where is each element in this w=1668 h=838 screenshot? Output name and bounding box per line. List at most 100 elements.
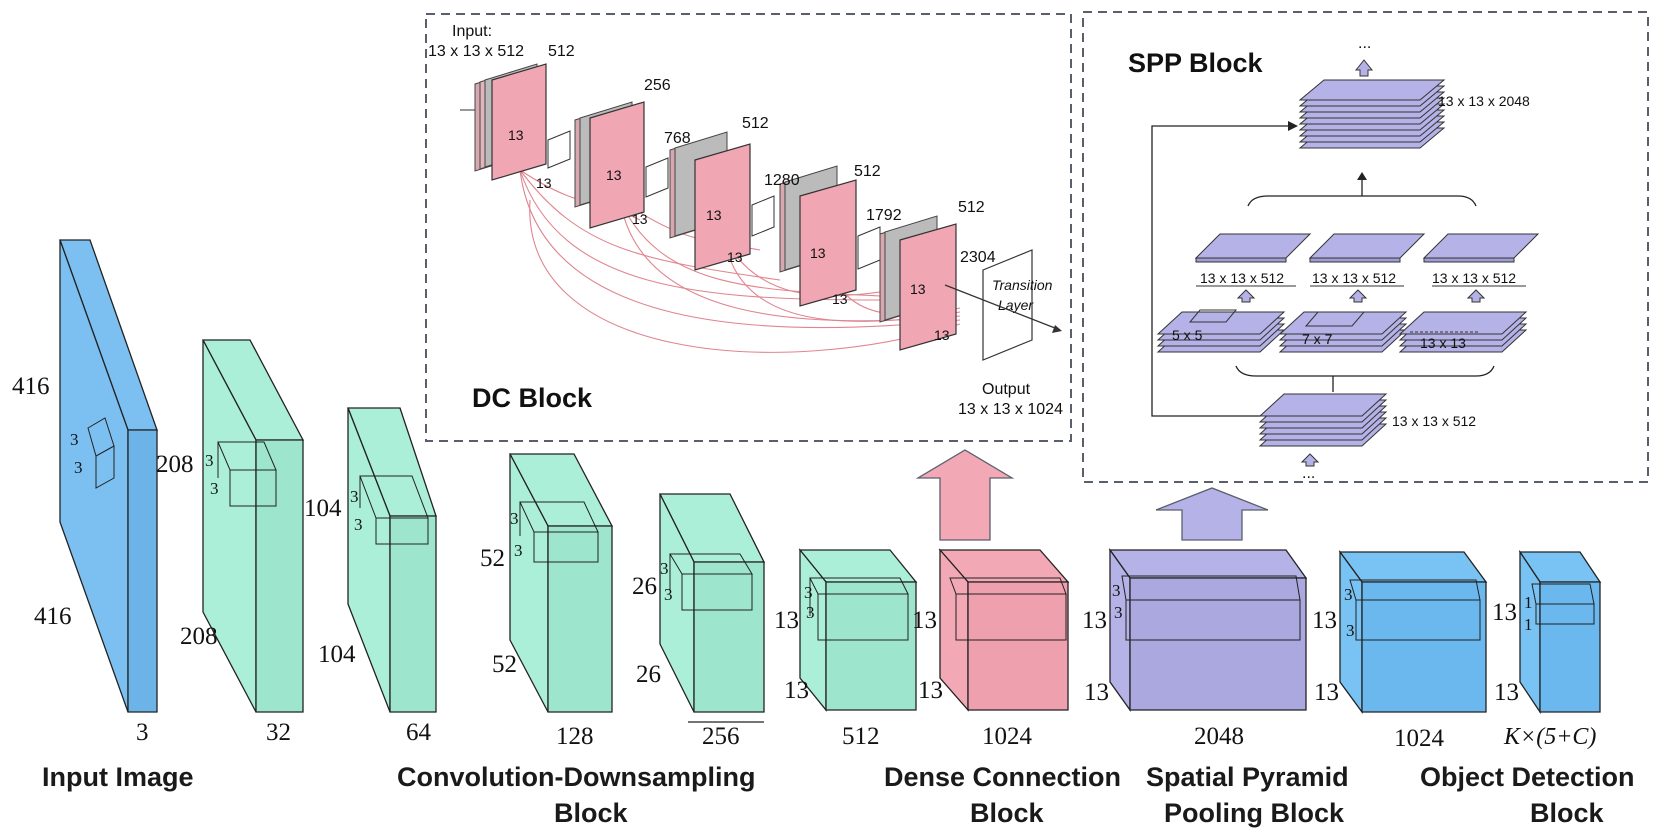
- spp-pool-size-1: 5 x 5: [1172, 327, 1203, 343]
- transition-label-1: Transition: [992, 277, 1053, 293]
- dc-size-label: 13: [727, 249, 743, 265]
- dc-input-dims: 13 x 13 x 512: [428, 43, 524, 60]
- conv1-channels: 32: [266, 719, 291, 746]
- dense-block-label-1: Dense Connection: [884, 762, 1121, 792]
- spp-branch-planes: [1194, 233, 1540, 263]
- detect-width: 13: [1494, 679, 1519, 706]
- spp-pooling-stacks: [1156, 309, 1528, 353]
- dc-channel-label-6: 512: [854, 163, 881, 180]
- spp-bottom-ellipsis: ...: [1302, 465, 1315, 482]
- conv4-channels: 256: [702, 723, 740, 750]
- dc-stage-5: [879, 215, 957, 351]
- dc-size-label: 13: [632, 211, 648, 227]
- dc-channel-label-2: 256: [644, 77, 671, 94]
- spp-pool-size-3: 13 x 13: [1420, 335, 1466, 351]
- post-channels: 1024: [1394, 725, 1445, 752]
- spp-bottom-dims: 13 x 13 x 512: [1392, 413, 1476, 429]
- dc-size-label: 13: [706, 207, 722, 223]
- input-kernel-b: 3: [74, 458, 83, 477]
- detect-kernel-a: 1: [1524, 593, 1533, 612]
- conv4-volume: [658, 493, 766, 723]
- dc-channel-label-8: 512: [958, 199, 985, 216]
- post-width: 13: [1314, 679, 1339, 706]
- conv5-volume: [798, 548, 918, 712]
- spp-block-title: SPP Block: [1128, 48, 1264, 78]
- detect-height: 13: [1492, 599, 1517, 626]
- spp-height: 13: [1082, 607, 1107, 634]
- dc-block-frame: [425, 13, 1072, 442]
- conv3-width: 52: [492, 651, 517, 678]
- conv3-kernel-a: 3: [510, 509, 519, 528]
- input-kernel-a: 3: [70, 430, 79, 449]
- conv1-width: 208: [180, 623, 218, 650]
- conv3-volume: [508, 453, 614, 713]
- spp-block-frame: [1082, 11, 1649, 483]
- post-kernel-b: 3: [1346, 621, 1355, 640]
- dc-stage-3: [669, 131, 775, 271]
- dc-channel-label-5: 1280: [764, 172, 800, 189]
- dc-block-title: DC Block: [472, 383, 593, 413]
- conv3-height: 52: [480, 545, 505, 572]
- conv-block-label-1: Convolution-Downsampling: [397, 762, 755, 792]
- conv1-kernel-b: 3: [210, 479, 219, 498]
- spp-volume: [1108, 547, 1308, 713]
- conv2-width: 104: [318, 641, 356, 668]
- spp-pool-size-2: 7 x 7: [1302, 331, 1333, 347]
- conv2-kernel-a: 3: [350, 487, 359, 506]
- post-kernel-a: 3: [1344, 585, 1353, 604]
- detection-volume: [1518, 549, 1602, 715]
- conv2-height: 104: [304, 495, 342, 522]
- dc-size-label: 13: [810, 245, 826, 261]
- dc-channel-label-1: 512: [548, 43, 575, 60]
- input-image-label: Input Image: [42, 762, 194, 792]
- conv2-kernel-b: 3: [354, 515, 363, 534]
- conv1-height: 208: [156, 451, 194, 478]
- detect-channels: K×(5+C): [1503, 724, 1596, 750]
- dc-channel-label-9: 2304: [960, 249, 996, 266]
- conv1-kernel-a: 3: [205, 451, 214, 470]
- conv5-width: 13: [784, 677, 809, 704]
- dense-up-arrow: [915, 449, 1015, 541]
- dc-size-label: 13: [508, 127, 524, 143]
- dc-stage-4: [779, 165, 881, 307]
- dc-transition-layer: Transition Layer: [944, 249, 1062, 361]
- dc-output-dims: 13 x 13 x 1024: [958, 401, 1063, 418]
- spp-branch-dims-1: 13 x 13 x 512: [1200, 270, 1284, 286]
- transition-label-2: Layer: [998, 297, 1034, 313]
- conv5-height: 13: [774, 607, 799, 634]
- dc-channel-label-7: 1792: [866, 207, 902, 224]
- spp-channels: 2048: [1194, 723, 1244, 750]
- dc-channel-label-3: 768: [664, 130, 691, 147]
- dc-channel-label-4: 512: [742, 115, 769, 132]
- post-height: 13: [1312, 607, 1337, 634]
- conv4-kernel-b: 3: [664, 585, 673, 604]
- dense-height: 13: [912, 607, 937, 634]
- conv4-kernel-a: 3: [660, 559, 669, 578]
- spp-kernel-a: 3: [1112, 581, 1121, 600]
- spp-top-dims: 13 x 13 x 2048: [1438, 93, 1530, 109]
- conv3-channels: 128: [556, 723, 594, 750]
- dc-size-label: 13: [934, 327, 950, 343]
- dc-size-label: 13: [536, 175, 552, 191]
- spp-width: 13: [1084, 679, 1109, 706]
- input-channels: 3: [136, 719, 149, 746]
- dc-stage-2: [574, 101, 669, 229]
- post-volume: [1338, 550, 1488, 714]
- detect-kernel-b: 1: [1524, 615, 1533, 634]
- input-image-volume: [59, 239, 158, 713]
- spp-branch-dims-2: 13 x 13 x 512: [1312, 270, 1396, 286]
- spp-output-stack: [1298, 79, 1446, 149]
- conv1-volume: [201, 339, 305, 713]
- dense-channels: 1024: [982, 723, 1033, 750]
- dc-size-label: 13: [832, 291, 848, 307]
- conv4-width: 26: [636, 661, 661, 688]
- conv4-height: 26: [632, 573, 657, 600]
- input-height: 416: [12, 373, 50, 400]
- detection-block-label-2: Block: [1530, 798, 1605, 828]
- conv2-channels: 64: [406, 719, 432, 746]
- spp-block-label-2: Pooling Block: [1164, 798, 1345, 828]
- dc-size-label: 13: [606, 167, 622, 183]
- spp-branch-dims-3: 13 x 13 x 512: [1432, 270, 1516, 286]
- dense-block-label-2: Block: [970, 798, 1045, 828]
